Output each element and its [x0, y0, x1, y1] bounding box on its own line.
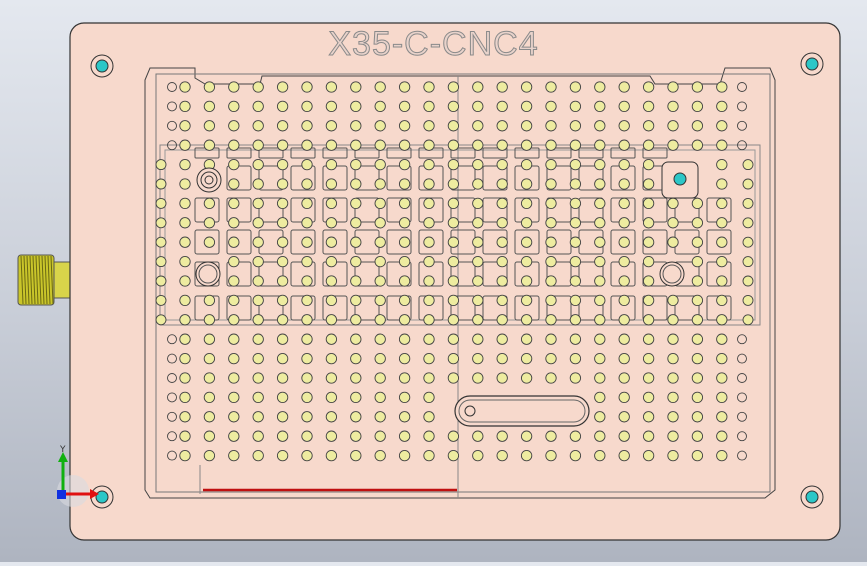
- hole-grid: [155, 81, 754, 462]
- locating-boss-right[interactable]: [659, 161, 699, 287]
- locating-boss-left[interactable]: [195, 167, 222, 287]
- axis-y-label: Y: [59, 445, 66, 455]
- part-label: X35-C-CNC4: [328, 25, 539, 64]
- oblong-slot[interactable]: [454, 395, 590, 427]
- insert-cells: [194, 147, 732, 321]
- mounting-hole-icon[interactable]: [90, 52, 824, 509]
- coordinate-triad-icon: Y: [57, 445, 99, 507]
- threaded-fitting-icon[interactable]: [17, 254, 71, 306]
